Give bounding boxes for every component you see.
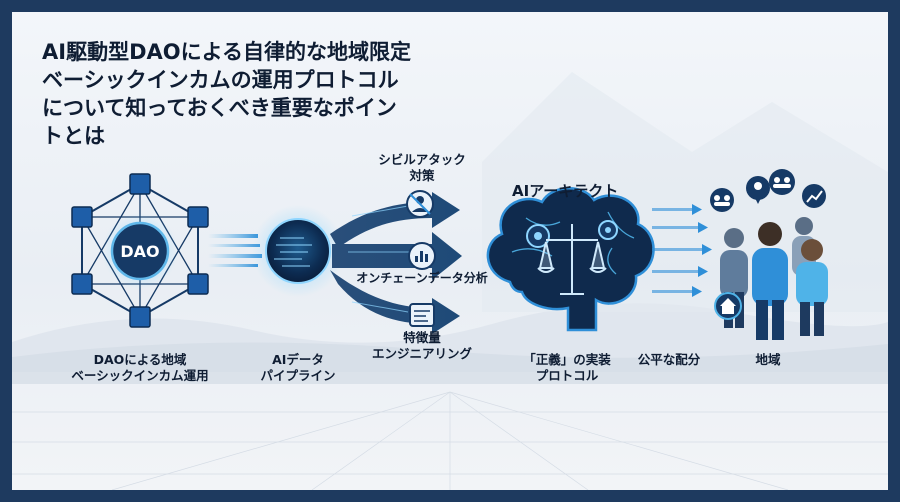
feature-label-line-2: エンジニアリング bbox=[371, 346, 472, 361]
sybil-shield-icon bbox=[406, 190, 434, 218]
sybil-label: シビルアタック 対策 bbox=[372, 152, 472, 184]
house-icon bbox=[714, 292, 742, 320]
dao-node-label: DAO bbox=[120, 242, 159, 261]
pipeline-caption: AIデータ パイプライン bbox=[248, 352, 348, 384]
region-caption: 地域 bbox=[755, 352, 781, 367]
sybil-label-line-2: 対策 bbox=[409, 168, 435, 183]
pipeline-caption-line-2: パイプライン bbox=[260, 368, 336, 383]
scales-icon bbox=[537, 224, 607, 295]
title-line-1: AI駆動型DAOによる自律的な地域限定 bbox=[42, 40, 411, 64]
protocol-caption-line-2: プロトコル bbox=[535, 368, 599, 383]
distribution-arrows bbox=[652, 204, 712, 297]
data-orb-icon bbox=[252, 205, 344, 297]
data-stream-lines bbox=[208, 234, 262, 267]
feature-doc-icon bbox=[409, 303, 435, 327]
onchain-label: オンチェーンデータ分析 bbox=[356, 271, 488, 285]
protocol-caption-line-1: 「正義」の実装 bbox=[523, 352, 611, 367]
dao-caption-line-2: ベーシックインカム運用 bbox=[71, 368, 209, 383]
architect-label: AIアーキテクト bbox=[512, 182, 619, 200]
title-line-2: ベーシックインカムの運用プロトコル bbox=[42, 68, 399, 92]
people-bubble-icon bbox=[710, 169, 795, 212]
distribution-caption: 公平な配分 bbox=[637, 352, 701, 367]
network-hex-icon bbox=[71, 173, 209, 328]
protocol-caption: 「正義」の実装 プロトコル bbox=[512, 352, 622, 384]
map-pin-icon bbox=[746, 176, 770, 204]
feature-label-line-1: 特徴量 bbox=[403, 330, 441, 345]
dao-caption-line-1: DAOによる地域 bbox=[93, 352, 187, 367]
arrow-stream-lines bbox=[348, 205, 412, 313]
title-line-4: トとは bbox=[42, 124, 105, 148]
chart-search-icon bbox=[408, 242, 436, 270]
background-grid bbox=[12, 391, 888, 490]
dao-caption: DAOによる地域 ベーシックインカム運用 bbox=[60, 352, 220, 384]
brain-gears-icon bbox=[486, 187, 655, 332]
page-title: AI駆動型DAOによる自律的な地域限定 ベーシックインカムの運用プロトコル につ… bbox=[42, 38, 462, 150]
flow-arrows bbox=[330, 192, 462, 334]
sybil-label-line-1: シビルアタック bbox=[378, 152, 466, 167]
growth-chart-icon bbox=[802, 184, 826, 208]
feature-label: 特徴量 エンジニアリング bbox=[364, 330, 480, 362]
infographic-frame: DAO bbox=[12, 12, 888, 490]
people-icon bbox=[720, 217, 828, 340]
title-line-3: について知っておくべき重要なポイン bbox=[42, 96, 397, 120]
pipeline-caption-line-1: AIデータ bbox=[272, 352, 324, 367]
diagram-canvas: DAO bbox=[12, 72, 888, 490]
